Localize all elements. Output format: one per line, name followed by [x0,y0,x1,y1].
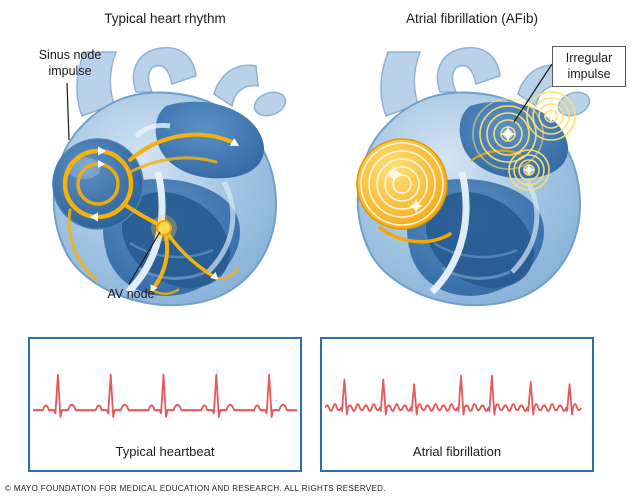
afib-ecg-caption: Atrial fibrillation [412,444,502,459]
afib-ecg-box: Atrial fibrillation [320,337,594,472]
av-node-label: AV node [107,287,155,301]
typical-ecg-caption: Typical heartbeat [115,444,215,459]
typical-ecg-trace [33,373,297,418]
typical-heart-illustration [52,47,287,307]
right-panel-title: Atrial fibrillation (AFib) [405,11,539,26]
afib-ecg-trace-svg [325,374,582,416]
sinus-node [52,138,144,230]
irregular-impulse-label: Irregular impulse [552,46,626,88]
fibrillating-atrium-ball [356,138,448,230]
typical-ecg-box: Typical heartbeat [28,337,302,472]
septum-walls [429,171,540,295]
afib-ecg-trace [325,374,582,416]
av-node [151,215,177,241]
sinus-node-label: Sinus node impulse [38,48,102,78]
great-vessels [76,47,287,117]
copyright-notice: © MAYO FOUNDATION FOR MEDICAL EDUCATION … [5,484,386,493]
left-panel-title: Typical heart rhythm [104,11,226,26]
irregular-impulse-rings [472,91,576,191]
typical-ecg-trace-svg [33,373,297,418]
